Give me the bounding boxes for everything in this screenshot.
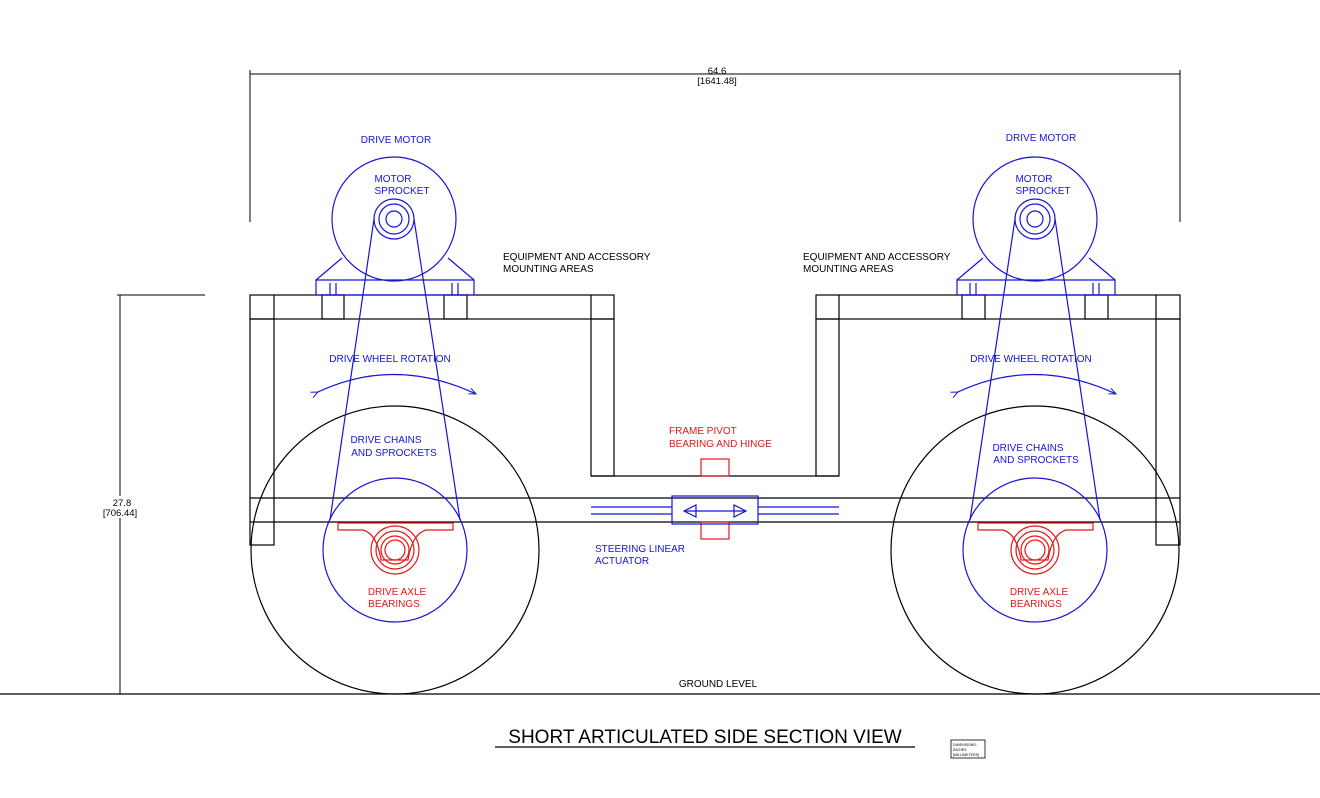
legend-line-3: [MILLIMETERS] [953, 753, 979, 757]
overall-length-dimension: 64.6 [1641.48] [249, 66, 1181, 222]
frame-pivot-label-1: FRAME PIVOT [669, 426, 737, 437]
drive-wheel-rotation-label-right: DRIVE WHEEL ROTATION [970, 354, 1092, 365]
drive-axle-bearings-label-left-1: DRIVE AXLE [368, 587, 427, 598]
height-inches: 27.8 [113, 498, 132, 509]
equipment-area-label-right-1: EQUIPMENT AND ACCESSORY [803, 252, 951, 263]
drive-chains-label-left-2: AND SPROCKETS [351, 448, 437, 459]
motor-sprocket-label-right-1: MOTOR [1015, 174, 1052, 185]
left-axle-bearing [337, 522, 454, 575]
left-drive-chain-front [329, 218, 375, 521]
pivot-hinge-top [700, 458, 730, 477]
ground-level-label: GROUND LEVEL [679, 679, 758, 690]
steering-actuator-label-2: ACTUATOR [595, 556, 649, 567]
right-wheel-sprocket [962, 477, 1108, 623]
drive-chains-label-right-1: DRIVE CHAINS [992, 443, 1063, 454]
right-drive-chain-front [969, 218, 1016, 521]
motor-sprocket-label-left-2: SPROCKET [374, 186, 429, 197]
right-rotation-arrow [958, 373, 1116, 394]
motor-sprocket-label-left-1: MOTOR [374, 174, 411, 185]
right-axle-bearing [977, 522, 1094, 575]
right-drivetrain [956, 156, 1116, 623]
drive-axle-bearings-label-left-2: BEARINGS [368, 599, 420, 610]
left-wheel-sprocket [322, 477, 468, 623]
center-link-frame [591, 475, 839, 523]
left-drive-chain-rear [413, 218, 461, 521]
equipment-area-label-left-1: EQUIPMENT AND ACCESSORY [503, 252, 651, 263]
drive-axle-bearings-label-right-1: DRIVE AXLE [1010, 587, 1069, 598]
left-rotation-arrow [318, 373, 476, 394]
drive-wheel-rotation-label-left: DRIVE WHEEL ROTATION [329, 354, 451, 365]
drive-motor-label-right: DRIVE MOTOR [1006, 133, 1076, 144]
steering-actuator [591, 495, 839, 525]
equipment-area-label-left-2: MOUNTING AREAS [503, 264, 594, 275]
left-motor-mount [315, 257, 475, 296]
drawing-title: SHORT ARTICULATED SIDE SECTION VIEW [508, 727, 902, 748]
right-drive-motor-housing [972, 156, 1098, 282]
right-wheel [890, 405, 1180, 695]
frame-pivot-label-2: BEARING AND HINGE [669, 439, 772, 450]
left-wheel [250, 405, 540, 695]
pivot-hinge-bottom [700, 521, 730, 540]
drive-motor-label-left: DRIVE MOTOR [361, 135, 431, 146]
drive-axle-bearings-label-right-2: BEARINGS [1010, 599, 1062, 610]
right-motor-sprocket [1014, 198, 1056, 240]
left-drivetrain [315, 156, 476, 623]
length-millimeters: [1641.48] [697, 76, 737, 87]
height-dimension: 27.8 [706.44] [103, 294, 205, 694]
drive-chains-label-right-2: AND SPROCKETS [993, 455, 1079, 466]
length-inches: 64.6 [708, 66, 727, 77]
units-legend: DIMENSIONS: INCHES [MILLIMETERS] [950, 739, 986, 759]
legend-line-1: DIMENSIONS: [953, 743, 977, 747]
equipment-area-label-right-2: MOUNTING AREAS [803, 264, 894, 275]
right-drive-chain-rear [1054, 218, 1101, 521]
left-motor-sprocket [373, 198, 415, 240]
steering-actuator-label-1: STEERING LINEAR [595, 544, 685, 555]
left-drive-motor-housing [331, 156, 457, 282]
legend-line-2: INCHES [953, 748, 967, 752]
right-motor-mount [956, 257, 1116, 296]
motor-sprocket-label-right-2: SPROCKET [1015, 186, 1070, 197]
left-frame [249, 294, 615, 546]
drive-chains-label-left-1: DRIVE CHAINS [350, 435, 421, 446]
height-millimeters: [706.44] [103, 508, 137, 519]
